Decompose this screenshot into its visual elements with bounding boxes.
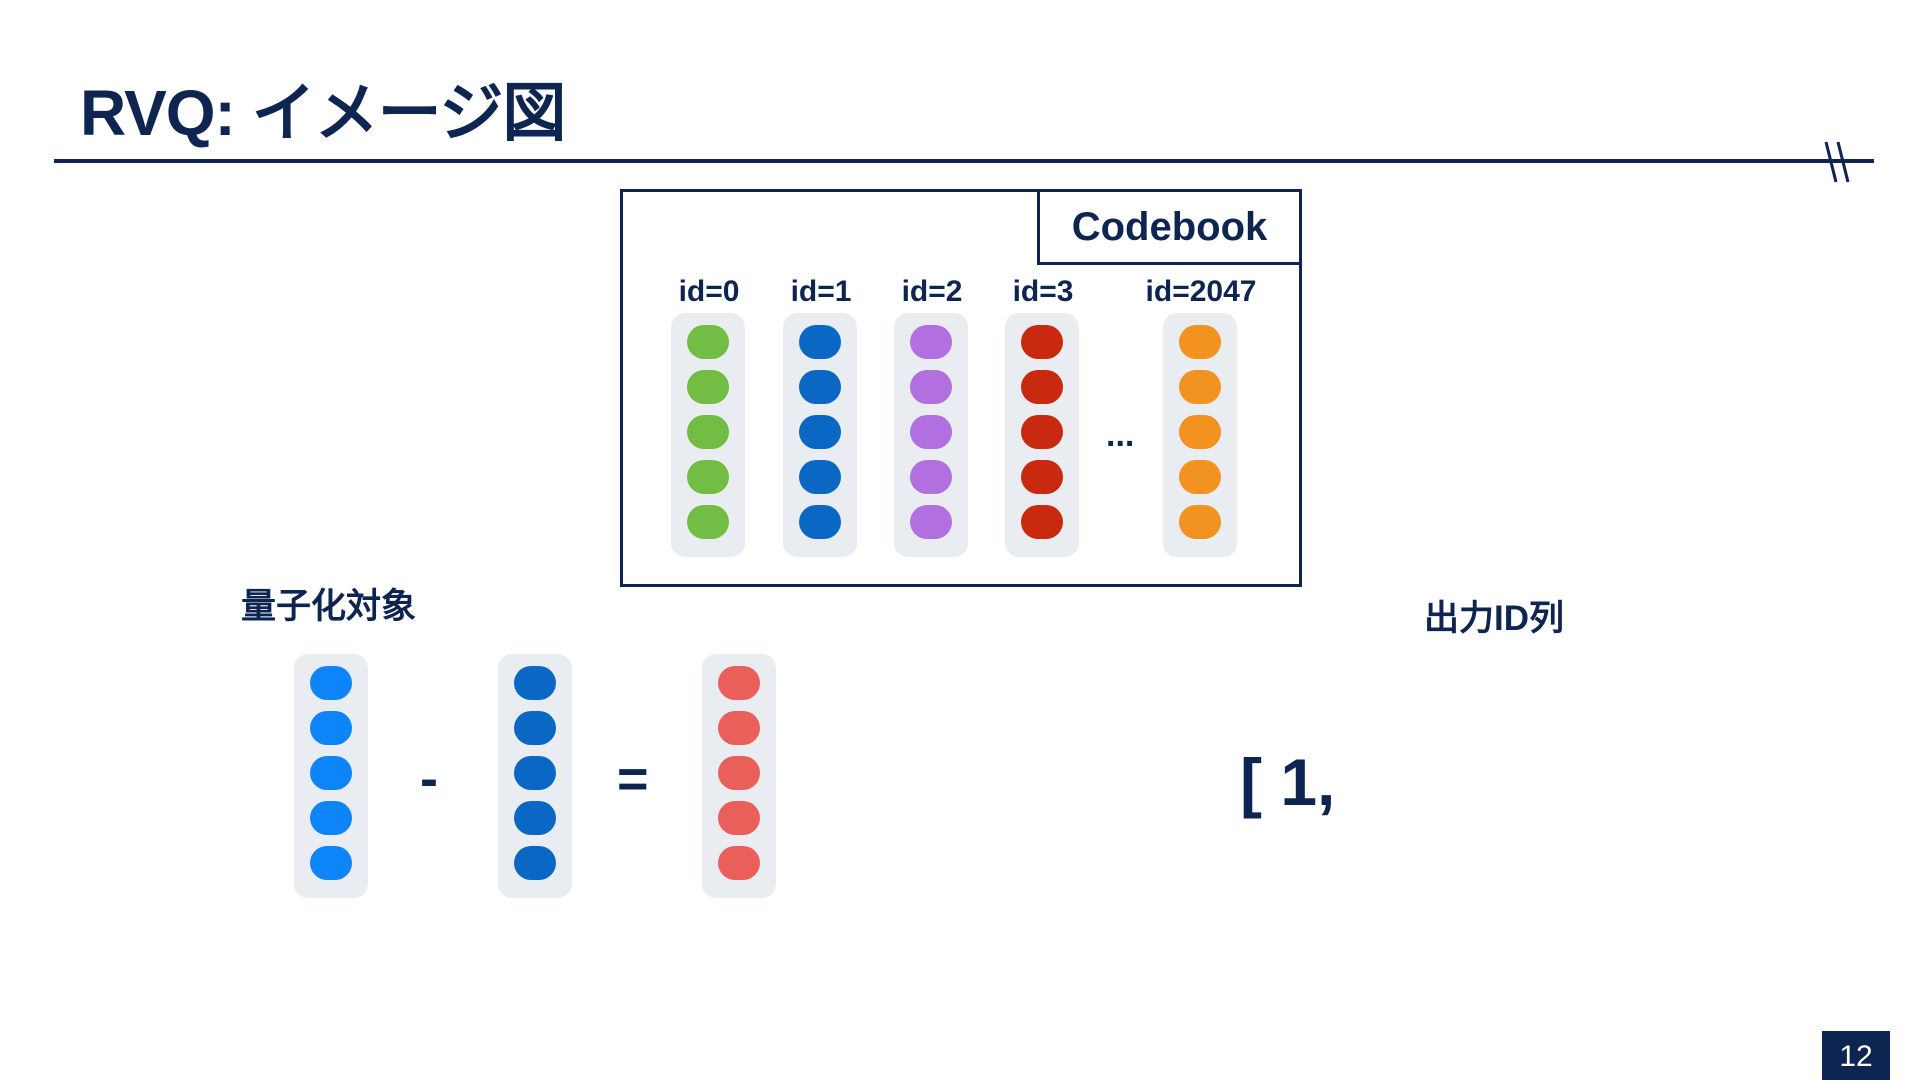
vector-element (718, 666, 760, 700)
vector-element (799, 370, 841, 404)
vector-element (718, 711, 760, 745)
codebook-ellipsis: ... (1106, 416, 1135, 454)
vector-element (910, 370, 952, 404)
vector-element (310, 711, 352, 745)
codebook-label: Codebook (1037, 189, 1302, 265)
codebook-id-label-2: id=2 (901, 275, 963, 308)
page-number: 12 (1822, 1031, 1890, 1080)
vector-element (910, 505, 952, 539)
vector-element (687, 325, 729, 359)
vector-element (1021, 415, 1063, 449)
line-break-mark (1824, 141, 1850, 183)
vector-element (1021, 370, 1063, 404)
codebook-vector-0 (671, 313, 745, 557)
vector-element (310, 666, 352, 700)
residual-vector (702, 654, 776, 898)
codebook-vector-2 (894, 313, 968, 557)
vector-element (310, 756, 352, 790)
title-rule (54, 159, 1874, 163)
output-id-sequence: [ 1, (1240, 745, 1336, 819)
vector-element (799, 415, 841, 449)
vector-element (799, 325, 841, 359)
codebook-vector-3 (1005, 313, 1079, 557)
vector-element (910, 415, 952, 449)
vector-element (310, 801, 352, 835)
slide-title: RVQ: イメージ図 (80, 77, 566, 149)
input-vector (294, 654, 368, 898)
vector-element (1179, 415, 1221, 449)
codebook-id-label-1: id=1 (790, 275, 852, 308)
vector-element (1021, 505, 1063, 539)
selected-codebook-vector (498, 654, 572, 898)
equals-sign: = (617, 749, 649, 809)
vector-element (799, 460, 841, 494)
vector-element (687, 415, 729, 449)
vector-element (1021, 460, 1063, 494)
vector-element (514, 801, 556, 835)
vector-element (718, 801, 760, 835)
vector-element (687, 460, 729, 494)
vector-element (910, 460, 952, 494)
codebook-vector-1 (783, 313, 857, 557)
vector-element (514, 666, 556, 700)
codebook-id-label-2047: id=2047 (1145, 275, 1257, 308)
vector-element (1179, 370, 1221, 404)
vector-element (687, 505, 729, 539)
codebook-id-label-3: id=3 (1012, 275, 1074, 308)
vector-element (514, 756, 556, 790)
vector-element (1179, 325, 1221, 359)
codebook-vector-2047 (1163, 313, 1237, 557)
vector-element (310, 846, 352, 880)
codebook-id-label-0: id=0 (678, 275, 740, 308)
vector-element (514, 846, 556, 880)
vector-element (1021, 325, 1063, 359)
vector-element (799, 505, 841, 539)
minus-sign: - (420, 749, 438, 809)
vector-element (718, 756, 760, 790)
vector-element (514, 711, 556, 745)
vector-element (910, 325, 952, 359)
vector-element (1179, 460, 1221, 494)
vector-element (1179, 505, 1221, 539)
vector-element (718, 846, 760, 880)
output-id-sequence-label: 出力ID列 (1424, 599, 1565, 638)
vector-element (687, 370, 729, 404)
codebook-box: Codebook (620, 189, 1302, 587)
quantization-target-label: 量子化対象 (241, 587, 417, 626)
